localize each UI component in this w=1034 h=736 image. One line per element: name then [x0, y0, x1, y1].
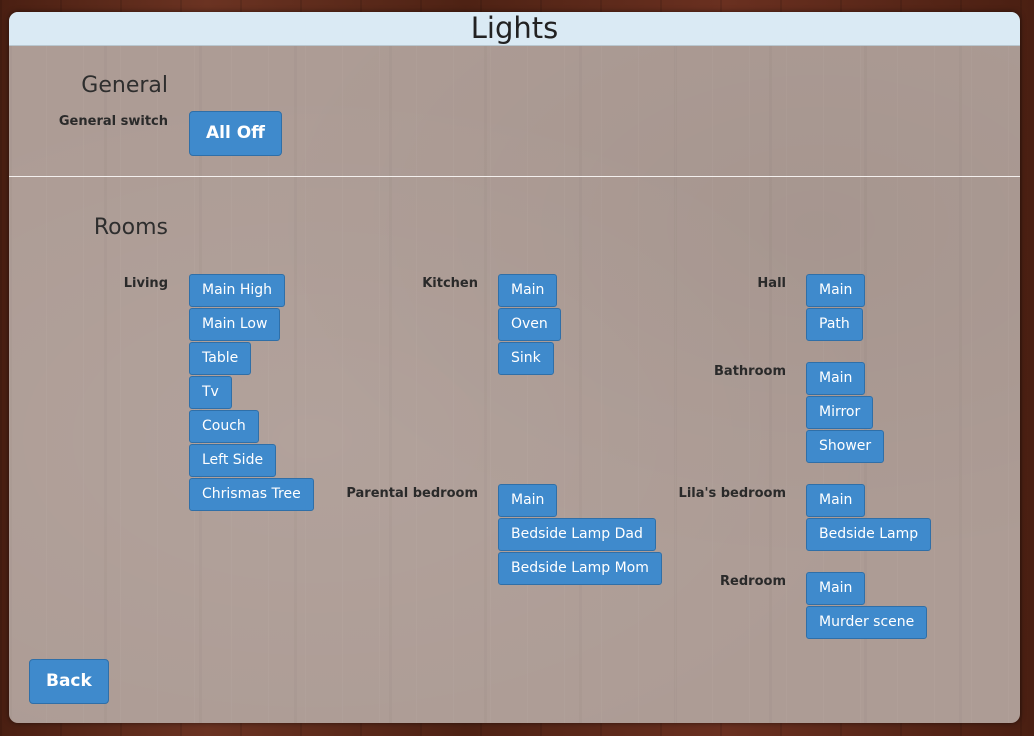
general-switch-label: General switch [58, 114, 168, 129]
section-divider [9, 176, 1020, 177]
room-label-kitchen: Kitchen [422, 276, 478, 291]
room-label-parental-bedroom: Parental bedroom [346, 486, 478, 501]
living-main-high-button[interactable]: Main High [189, 274, 286, 307]
room-label-living: Living [123, 276, 168, 291]
bathroom-shower-button[interactable]: Shower [806, 430, 885, 463]
lilas-bedside-lamp-button[interactable]: Bedside Lamp [806, 518, 932, 551]
living-tv-button[interactable]: Tv [189, 376, 232, 409]
room-label-lilas-bedroom: Lila's bedroom [678, 486, 786, 501]
room-label-hall: Hall [757, 276, 786, 291]
header-bar: Lights [9, 12, 1020, 46]
parental-main-button[interactable]: Main [498, 484, 558, 517]
general-section-title: General [81, 73, 168, 98]
parental-bedside-lamp-dad-button[interactable]: Bedside Lamp Dad [498, 518, 656, 551]
page-title: Lights [470, 12, 559, 45]
kitchen-main-button[interactable]: Main [498, 274, 558, 307]
redroom-main-button[interactable]: Main [806, 572, 866, 605]
room-label-redroom: Redroom [720, 574, 786, 589]
living-left-side-button[interactable]: Left Side [189, 444, 277, 477]
lights-panel: Lights General General switch All Off Ro… [9, 12, 1020, 723]
rooms-section-title: Rooms [93, 215, 168, 240]
bathroom-main-button[interactable]: Main [806, 362, 866, 395]
room-label-bathroom: Bathroom [714, 364, 786, 379]
living-table-button[interactable]: Table [189, 342, 252, 375]
hall-main-button[interactable]: Main [806, 274, 866, 307]
back-button[interactable]: Back [29, 659, 109, 704]
parental-bedside-lamp-mom-button[interactable]: Bedside Lamp Mom [498, 552, 662, 585]
living-main-low-button[interactable]: Main Low [189, 308, 281, 341]
all-off-button[interactable]: All Off [189, 111, 282, 156]
living-couch-button[interactable]: Couch [189, 410, 259, 443]
living-chrismas-tree-button[interactable]: Chrismas Tree [189, 478, 314, 511]
redroom-murder-scene-button[interactable]: Murder scene [806, 606, 928, 639]
hall-path-button[interactable]: Path [806, 308, 863, 341]
bathroom-mirror-button[interactable]: Mirror [806, 396, 874, 429]
lilas-main-button[interactable]: Main [806, 484, 866, 517]
kitchen-sink-button[interactable]: Sink [498, 342, 554, 375]
kitchen-oven-button[interactable]: Oven [498, 308, 561, 341]
